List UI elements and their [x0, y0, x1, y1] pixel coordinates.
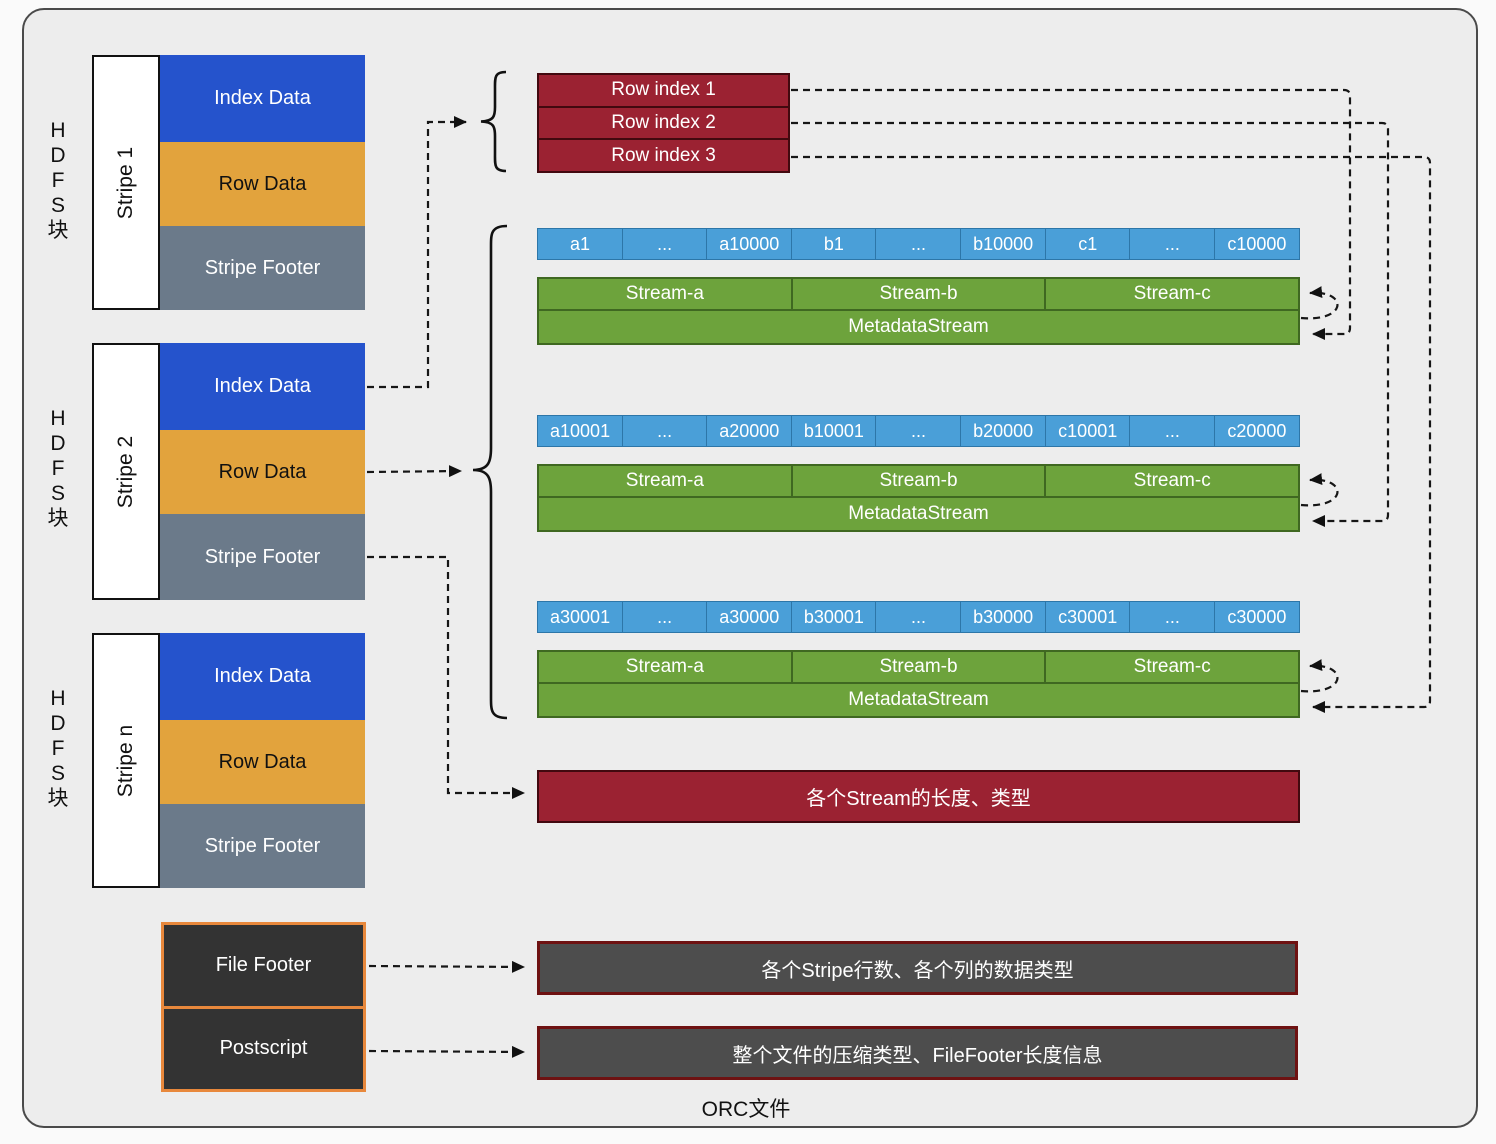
stripe-n-label-box: Stripe n [92, 633, 160, 888]
cell: a30000 [706, 601, 793, 633]
hdfs-char: 块 [47, 219, 69, 242]
hdfs-char: D [50, 432, 66, 455]
hdfs-char: F [51, 457, 65, 480]
cell: a20000 [706, 415, 793, 447]
cell: c30000 [1213, 601, 1300, 633]
row-index-2: Row index 2 [539, 105, 788, 139]
stripe-1-row-data: Row Data [160, 142, 365, 226]
cell: c10001 [1044, 415, 1131, 447]
cell: b1 [790, 228, 877, 260]
cell: a30001 [537, 601, 624, 633]
stripe-1-sections: Index Data Row Data Stripe Footer [160, 55, 365, 310]
file-footer-postscript-block: File Footer Postscript [161, 922, 366, 1092]
hdfs-char: H [50, 687, 66, 710]
hdfs-char: D [50, 144, 66, 167]
stream-length-type-box: 各个Stream的长度、类型 [537, 770, 1300, 823]
stripe-n-stripe-footer: Stripe Footer [160, 804, 365, 888]
cell: ... [621, 228, 708, 260]
cell: a1 [537, 228, 624, 260]
hdfs-char: H [50, 407, 66, 430]
stripe-n-sections: Index Data Row Data Stripe Footer [160, 633, 365, 888]
stripe-2-stripe-footer: Stripe Footer [160, 514, 365, 600]
group-1-streams-row: Stream-a Stream-b Stream-c [537, 277, 1300, 311]
hdfs-char: H [50, 119, 66, 142]
stripe-2-sections: Index Data Row Data Stripe Footer [160, 343, 365, 600]
diagram-title: ORC文件 [701, 1098, 791, 1121]
cell: b30000 [960, 601, 1047, 633]
cell: a10001 [537, 415, 624, 447]
group-3-streams-row: Stream-a Stream-b Stream-c [537, 650, 1300, 684]
cell: ... [875, 601, 962, 633]
cell: ... [1129, 601, 1216, 633]
cell: ... [875, 415, 962, 447]
hdfs-char: 块 [47, 507, 69, 530]
cell: c30001 [1044, 601, 1131, 633]
stream-b: Stream-b [790, 279, 1045, 309]
row-index-stack: Row index 1 Row index 2 Row index 3 [537, 73, 790, 173]
stream-c: Stream-c [1044, 279, 1298, 309]
group-2-streams-row: Stream-a Stream-b Stream-c [537, 464, 1300, 498]
cell: c20000 [1213, 415, 1300, 447]
cell: b20000 [960, 415, 1047, 447]
hdfs-char: F [51, 169, 65, 192]
hdfs-char: S [50, 482, 65, 505]
stripe-1-name: Stripe 1 [114, 146, 137, 219]
hdfs-char: F [51, 737, 65, 760]
stripe-2-label-box: Stripe 2 [92, 343, 160, 600]
stream-a: Stream-a [625, 283, 704, 304]
stream-a: Stream-a [625, 656, 704, 677]
hdfs-char: S [50, 194, 65, 217]
stream-c: Stream-c [1044, 652, 1298, 682]
row-index-3: Row index 3 [539, 138, 788, 171]
hdfs-char: 块 [47, 787, 69, 810]
cell: b30001 [790, 601, 877, 633]
hdfs-block-label-2: H D F S 块 [38, 406, 78, 531]
stream-b: Stream-b [790, 466, 1045, 496]
group-2-cell-row: a10001 ... a20000 b10001 ... b20000 c100… [537, 415, 1300, 447]
stream-c: Stream-c [1044, 466, 1298, 496]
stripe-2-index-data: Index Data [160, 343, 365, 430]
stripe-1-label-box: Stripe 1 [92, 55, 160, 310]
group-1-cell-row: a1 ... a10000 b1 ... b10000 c1 ... c1000… [537, 228, 1300, 260]
stripe-n-row-data: Row Data [160, 720, 365, 804]
hdfs-block-label-1: H D F S 块 [38, 118, 78, 243]
group-3-cell-row: a30001 ... a30000 b30001 ... b30000 c300… [537, 601, 1300, 633]
cell: ... [875, 228, 962, 260]
postscript-description-box: 整个文件的压缩类型、FileFooter长度信息 [537, 1026, 1298, 1080]
group-2-metadata-stream: MetadataStream [537, 498, 1300, 532]
cell: a10000 [706, 228, 793, 260]
row-index-1: Row index 1 [611, 79, 716, 101]
file-footer-description-box: 各个Stripe行数、各个列的数据类型 [537, 941, 1298, 995]
group-1-metadata-stream: MetadataStream [537, 311, 1300, 345]
cell: ... [621, 415, 708, 447]
hdfs-char: D [50, 712, 66, 735]
stripe-n-name: Stripe n [114, 724, 137, 797]
cell: c10000 [1213, 228, 1300, 260]
cell: b10000 [960, 228, 1047, 260]
hdfs-char: S [50, 762, 65, 785]
stripe-1-stripe-footer: Stripe Footer [160, 226, 365, 310]
stripe-2-row-data: Row Data [160, 430, 365, 514]
stripe-1-index-data: Index Data [160, 55, 365, 142]
stripe-2-name: Stripe 2 [114, 435, 137, 508]
postscript: Postscript [164, 1005, 363, 1090]
cell: c1 [1044, 228, 1131, 260]
cell: ... [1129, 415, 1216, 447]
cell: ... [1129, 228, 1216, 260]
stripe-n-index-data: Index Data [160, 633, 365, 720]
cell: ... [621, 601, 708, 633]
hdfs-block-label-3: H D F S 块 [38, 686, 78, 811]
file-footer: File Footer [215, 953, 312, 976]
group-3-metadata-stream: MetadataStream [537, 684, 1300, 718]
stream-b: Stream-b [790, 652, 1045, 682]
stream-a: Stream-a [625, 470, 704, 491]
cell: b10001 [790, 415, 877, 447]
